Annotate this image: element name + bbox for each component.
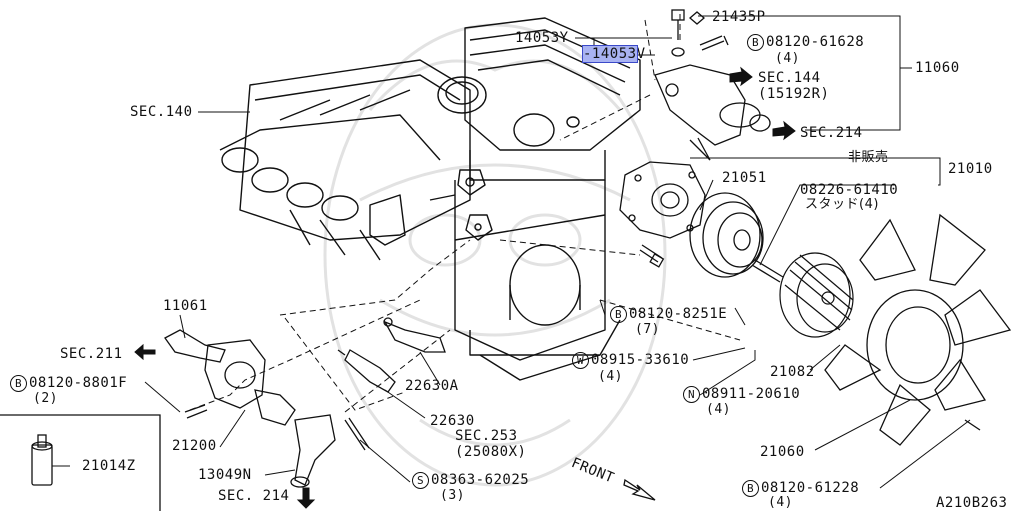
qty-08120-8251E: (7) — [635, 322, 660, 337]
label-11061[interactable]: 11061 — [163, 298, 208, 314]
label-21060[interactable]: 21060 — [760, 444, 805, 460]
label-13049N[interactable]: 13049N — [198, 467, 252, 483]
label-11060[interactable]: 11060 — [915, 60, 960, 76]
box-21014Z — [0, 414, 161, 511]
bolt-marker-icon: B — [747, 34, 764, 51]
label-21014Z[interactable]: 21014Z — [82, 458, 136, 474]
label-sec211[interactable]: SEC.211 — [60, 346, 123, 362]
fan-21060 — [824, 213, 1012, 446]
intake-manifold — [219, 59, 471, 261]
label-14053V[interactable]: -14053V — [582, 45, 646, 63]
nut-marker-icon: N — [683, 386, 700, 403]
label-21200[interactable]: 21200 — [172, 438, 217, 454]
engine-block — [429, 17, 641, 381]
diagram-code: A210B263 — [936, 495, 1008, 511]
suffix-v: V — [636, 46, 646, 62]
label-stud-08226-61410[interactable]: 08226-61410 — [800, 182, 899, 198]
label-21051[interactable]: 21051 — [722, 170, 767, 186]
qty-08120-61228: (4) — [768, 495, 793, 510]
qty-08120-8801F: (2) — [33, 391, 58, 406]
qty-08363-62025: (3) — [440, 488, 465, 503]
bolt-marker-icon: B — [610, 306, 627, 323]
label-sec253[interactable]: SEC.253 — [455, 428, 518, 444]
qty-08911-20610: (4) — [706, 402, 731, 417]
bolt-marker-icon: B — [742, 480, 759, 497]
label-sec140[interactable]: SEC.140 — [130, 104, 193, 120]
bracket-11060 — [654, 9, 771, 161]
label-14053Y[interactable]: 14053Y — [515, 30, 569, 46]
label-21435P[interactable]: 21435P — [712, 9, 766, 25]
label-not-for-sale: 非販売 — [848, 150, 889, 165]
thermostat-housing — [164, 329, 370, 488]
label-21082[interactable]: 21082 — [770, 364, 815, 380]
label-22630A[interactable]: 22630A — [405, 378, 459, 394]
label-sec253-sub: (25080X) — [455, 444, 527, 460]
highlighted-part-14053[interactable]: -14053 — [582, 45, 638, 63]
label-sec214-bottom[interactable]: SEC. 214 — [218, 488, 290, 504]
pulley-21051 — [689, 192, 784, 283]
label-sec144[interactable]: SEC.144 — [758, 70, 821, 86]
label-stud: スタッド(4) — [805, 197, 879, 212]
fan-coupling-21082 — [779, 252, 854, 338]
label-21010[interactable]: 21010 — [948, 161, 993, 177]
qty-08915-33610: (4) — [598, 369, 623, 384]
washer-marker-icon: W — [572, 352, 589, 369]
water-pump-21010 — [619, 161, 706, 268]
label-22630[interactable]: 22630 — [430, 413, 475, 429]
dashed-lines — [189, 10, 741, 413]
screw-marker-icon: S — [412, 472, 429, 489]
arrow-icons — [134, 66, 796, 509]
bolt-marker-icon: B — [10, 375, 27, 392]
label-sec214-top[interactable]: SEC.214 — [800, 125, 863, 141]
label-sec144-sub: (15192R) — [758, 86, 830, 102]
qty-08120-61628: (4) — [775, 51, 800, 66]
leader-lines — [52, 15, 971, 489]
